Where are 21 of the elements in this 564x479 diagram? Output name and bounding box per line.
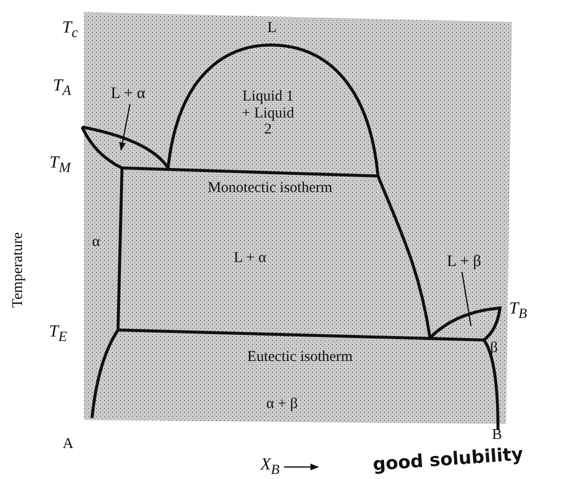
axis-label: T$_{M}$ [49,154,71,176]
leader-line [461,272,472,326]
phase-label: L + α [110,85,146,103]
phase-label: L + β [446,253,482,271]
isotherm-label: Eutectic isotherm [247,348,353,366]
axis-title: Temperature [10,232,26,308]
region-label: α [92,234,100,250]
isotherm-label: Monotectic isotherm [208,180,332,196]
region-label: L + α [234,250,266,266]
axis-label: T$_{A}$ [52,76,72,100]
region-label: L [267,20,277,36]
axis-label: T$_{c}$ [62,18,78,42]
axis-label: T$_{B}$ [508,300,528,322]
handwritten-note: good solubility [372,444,524,476]
axis-label: T$_{E}$ [48,322,68,346]
axis-label: A [62,436,74,452]
leader-line [119,104,131,151]
axis-title: X$_{B}$ [260,456,280,478]
region-label: Liquid 1 + Liquid 2 [240,88,296,138]
region-label: β [490,340,498,356]
region-label: α + β [266,396,298,412]
